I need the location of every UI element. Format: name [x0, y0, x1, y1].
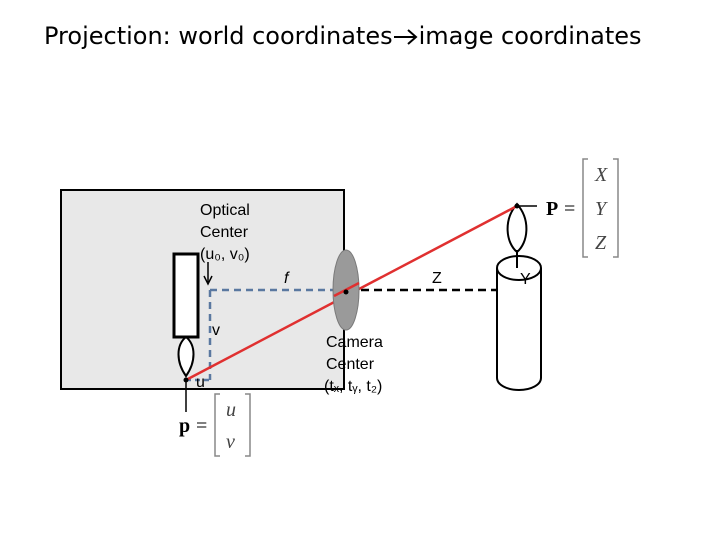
world-vector-y: Y — [595, 198, 608, 220]
world-point-equals: = — [564, 198, 575, 220]
page-title: Projection: world coordinates image coord… — [44, 22, 642, 50]
world-candle-body — [496, 268, 542, 391]
image-vector-u: u — [226, 399, 236, 421]
world-vector-left-bracket — [582, 158, 588, 258]
camera-center-dot — [343, 289, 349, 295]
camera-center-label-1: Camera — [326, 334, 383, 351]
right-arrow-icon — [393, 29, 418, 45]
world-vector-x: X — [594, 164, 608, 186]
world-vector-right-bracket — [613, 158, 619, 258]
optical-center-label-1: Optical — [200, 202, 250, 219]
image-point-symbol: p — [179, 415, 190, 437]
image-vector-v: v — [226, 431, 235, 453]
image-candle-body — [172, 252, 200, 339]
world-vector-z: Z — [595, 232, 607, 254]
optical-center-coords: (u₀, v₀) — [200, 246, 250, 263]
image-point-equals: = — [196, 415, 207, 437]
world-candle-flame — [506, 202, 528, 254]
camera-center-label-2: Center — [326, 356, 375, 373]
y-axis-label: Y — [520, 271, 531, 288]
image-candle-flame — [177, 335, 195, 378]
down-arrow-icon — [203, 275, 213, 286]
optical-center-label-2: Center — [200, 224, 249, 241]
lens-ray-overlay — [333, 281, 360, 298]
image-vector-right-bracket — [245, 393, 251, 457]
focal-length-label: f — [284, 270, 290, 287]
image-plane — [60, 189, 345, 390]
image-vector-left-bracket — [214, 393, 220, 457]
image-point-dot — [183, 377, 189, 383]
world-point-symbol: P — [546, 198, 558, 220]
title-left: Projection: world coordinates — [44, 22, 393, 50]
u-axis-label: u — [196, 374, 205, 391]
world-point-dot — [514, 203, 520, 209]
camera-center-coords: (tₓ, tᵧ, t₂) — [324, 378, 382, 395]
world-candle-top — [496, 255, 542, 281]
title-right: image coordinates — [418, 22, 642, 50]
v-axis-label: v — [212, 322, 220, 339]
depth-label: Z — [432, 270, 442, 287]
